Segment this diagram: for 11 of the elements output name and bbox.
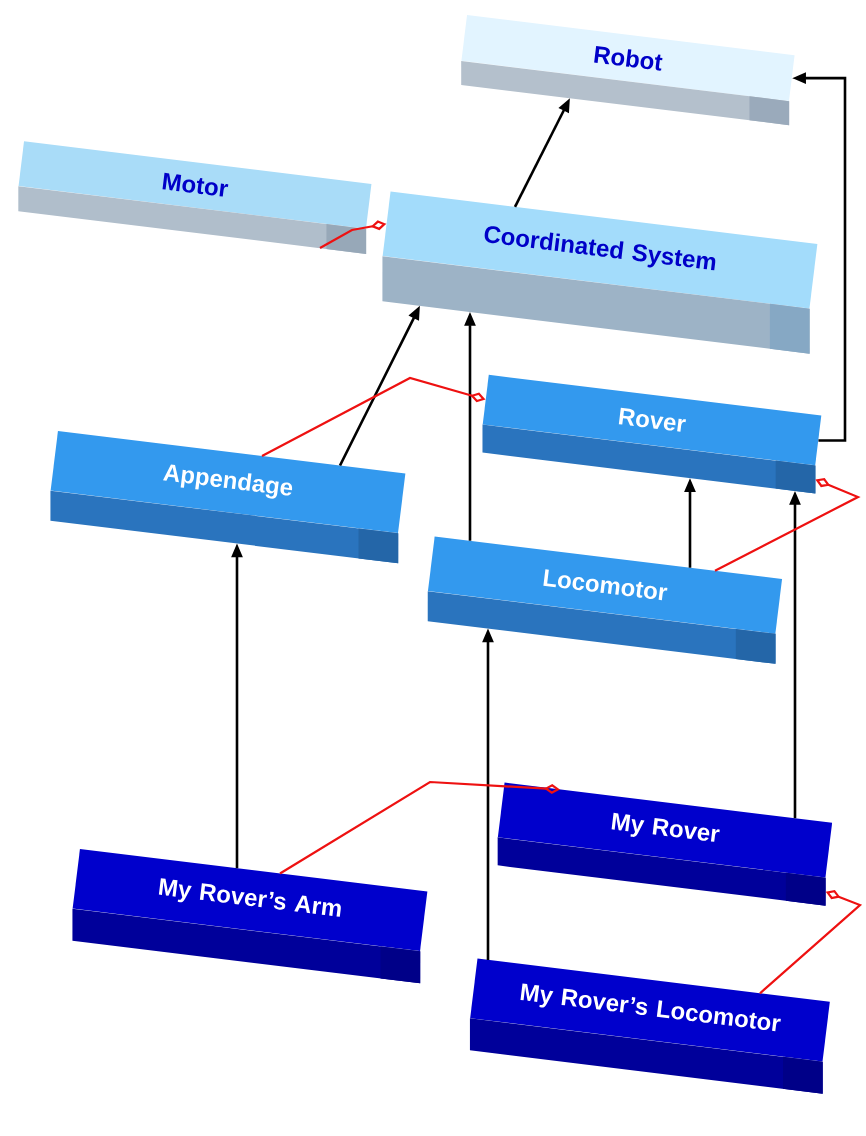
aggregation-line (279, 780, 560, 875)
slab: Locomotor (427, 536, 783, 664)
aggregation-line (714, 477, 861, 572)
slab: My Rover’s Arm (72, 848, 428, 984)
slab: Appendage (50, 430, 406, 564)
slab: Motor (18, 141, 372, 254)
slab: My Rover’s Locomotor (469, 958, 830, 1094)
slab: Coordinated System (382, 191, 818, 354)
slab: Rover (482, 374, 822, 494)
slab: My Rover (497, 782, 833, 906)
slab: Robot (461, 15, 795, 126)
